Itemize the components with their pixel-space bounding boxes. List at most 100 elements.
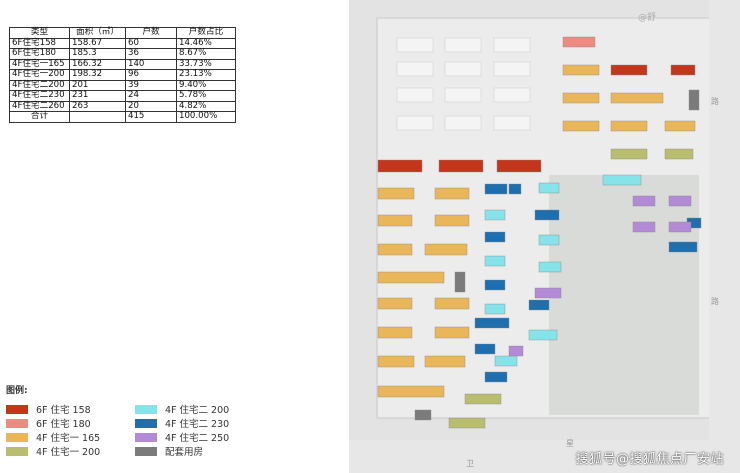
building [528,299,550,311]
building [668,195,692,207]
table-cell: 5.78% [176,90,236,102]
area-table: 类型 面积（㎡） 户数 户数占比 6F住宅158 158.67 60 14.46… [9,27,236,123]
legend-title: 图例: [6,386,28,396]
road-label: 卫 [466,459,474,468]
table-cell: 9.40% [176,79,236,91]
building [494,355,518,367]
table-cell: 23.13% [176,69,236,81]
south-road [349,440,740,473]
building [434,187,470,200]
legend-label: 配套用房 [165,447,204,458]
table-header-row: 类型 面积（㎡） 户数 户数占比 [9,27,236,39]
building [484,183,508,195]
building [484,231,506,243]
table-cell: 4F住宅二230 [9,90,70,102]
table-cell: 415 [125,111,177,123]
building [602,174,642,186]
building [377,214,413,227]
table-cell: 4F住宅二260 [9,100,70,112]
legend-swatch [6,432,28,442]
legend-swatch [135,432,157,442]
existing-building [444,115,482,131]
building [438,159,484,173]
road-label: 星 [566,439,574,448]
building [484,303,506,315]
building [377,159,423,173]
legend-swatch [135,404,157,414]
legend-item: 配套用房 [135,444,203,458]
table-row: 6F住宅180 185.3 36 8.67% [9,48,236,60]
building [484,255,506,267]
existing-building [493,115,531,131]
legend-label: 4F 住宅二 250 [165,433,230,444]
legend-label: 4F 住宅二 230 [165,419,230,430]
green-area [549,175,699,415]
building [534,209,560,221]
existing-building [444,61,482,77]
table-cell: 158.67 [69,37,126,49]
existing-building [493,87,531,103]
building [424,355,466,368]
building [610,120,648,132]
table-cell: 合计 [9,111,70,123]
table-row: 4F住宅二200 201 39 9.40% [9,79,236,91]
table-row: 4F住宅二260 263 20 4.82% [9,100,236,112]
building [632,195,656,207]
legend-label: 6F 住宅 158 [36,405,91,416]
table-row: 4F住宅二230 231 24 5.78% [9,90,236,102]
legend-swatch [6,404,28,414]
table-cell: 140 [125,58,177,70]
table-cell: 8.67% [176,48,236,60]
table-cell: 201 [69,79,126,91]
table-total-row: 合计 415 100.00% [9,111,236,123]
building [377,355,415,368]
table-cell: 36 [125,48,177,60]
building [377,187,415,200]
table-header-area: 面积（㎡） [69,27,126,39]
building [377,271,445,284]
table-header-ratio: 户数占比 [176,27,236,39]
table-row: 4F住宅一200 198.32 96 23.13% [9,69,236,81]
building [668,221,692,233]
existing-building [396,37,434,53]
building [434,214,470,227]
legend-swatch [6,446,28,456]
building [464,393,502,405]
building [414,409,432,421]
table-cell: 198.32 [69,69,126,81]
table-row: 6F住宅158 158.67 60 14.46% [9,37,236,49]
table-cell: 4.82% [176,100,236,112]
table-cell: 96 [125,69,177,81]
building [538,234,560,246]
east-road [709,0,740,473]
legend-item: 4F 住宅一 165 [6,430,100,444]
building [454,271,466,293]
building [377,297,413,310]
table-cell: 24 [125,90,177,102]
building [562,64,600,76]
legend-item: 4F 住宅一 200 [6,444,100,458]
building [434,326,470,339]
building [562,36,596,48]
table-cell: 14.46% [176,37,236,49]
building [474,317,510,329]
table-cell: 20 [125,100,177,112]
legend-swatch [6,418,28,428]
table-cell: 231 [69,90,126,102]
legend-item: 4F 住宅二 250 [135,430,229,444]
table-cell: 4F住宅一165 [9,58,70,70]
legend-swatch [135,446,157,456]
table-cell: 185.3 [69,48,126,60]
legend-item: 6F 住宅 158 [6,402,91,416]
building [688,89,700,111]
legend-label: 4F 住宅一 165 [36,433,101,444]
table-cell: 6F住宅180 [9,48,70,60]
existing-building [444,87,482,103]
existing-building [396,61,434,77]
table-cell: 4F住宅二200 [9,79,70,91]
building [377,243,413,256]
table-cell: 33.73% [176,58,236,70]
building [377,326,413,339]
building [534,287,562,299]
